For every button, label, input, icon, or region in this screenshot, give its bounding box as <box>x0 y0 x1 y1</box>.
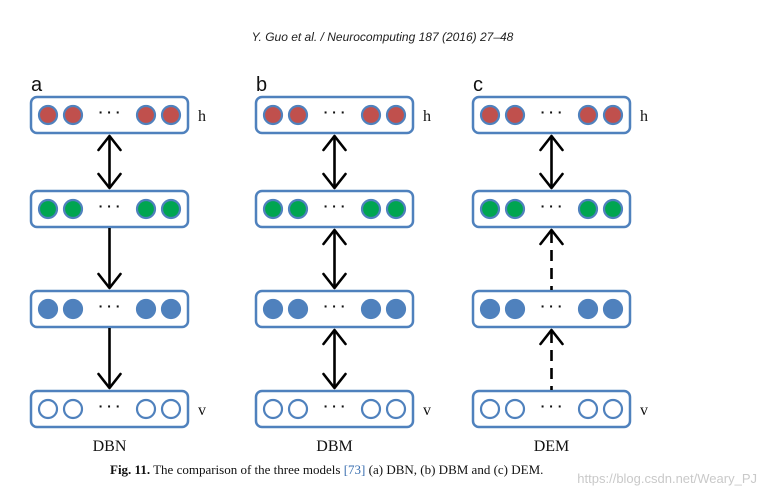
unit-node <box>385 198 407 220</box>
ellipsis-dots: · · · <box>324 398 346 414</box>
unit-node <box>62 298 84 320</box>
unit-node <box>504 298 526 320</box>
panel-letter-a: a <box>31 74 43 96</box>
layer-label-v: v <box>423 402 431 419</box>
caption-text-before: The comparison of the three models <box>153 462 341 477</box>
arrow-head-up <box>97 134 122 152</box>
arrow-head-down <box>97 172 122 190</box>
ellipsis-dots: · · · <box>99 398 121 414</box>
arrow-head-down <box>97 272 122 290</box>
unit-node <box>360 198 382 220</box>
ellipsis-dots: · · · <box>324 198 346 214</box>
unit-node <box>160 198 182 220</box>
ellipsis-dots: · · · <box>324 298 346 314</box>
arrow-head-up <box>322 134 347 152</box>
unit-node <box>135 298 157 320</box>
arrow-head-down <box>322 172 347 190</box>
unit-node <box>262 104 284 126</box>
unit-node <box>62 198 84 220</box>
unit-node <box>504 198 526 220</box>
ellipsis-dots: · · · <box>541 398 563 414</box>
unit-node <box>360 298 382 320</box>
unit-node <box>360 398 382 420</box>
unit-node <box>262 198 284 220</box>
arrow-head-down <box>97 372 122 390</box>
unit-node <box>504 398 526 420</box>
arrow-head-up <box>539 328 564 346</box>
layer-label-h: h <box>198 108 206 125</box>
arrow-head-up <box>322 228 347 246</box>
caption-figure-label: Fig. 11. <box>110 462 151 477</box>
unit-node <box>62 104 84 126</box>
arrow-head-down <box>539 172 564 190</box>
watermark: https://blog.csdn.net/Weary_PJ <box>577 471 757 486</box>
figure-caption: Fig. 11. The comparison of the three mod… <box>110 462 543 478</box>
unit-node <box>577 398 599 420</box>
unit-node <box>602 198 624 220</box>
unit-node <box>385 104 407 126</box>
layer-label-h: h <box>423 108 431 125</box>
unit-node <box>37 298 59 320</box>
unit-node <box>287 398 309 420</box>
unit-node <box>37 398 59 420</box>
unit-node <box>160 398 182 420</box>
panel-model-name: DBN <box>93 438 127 455</box>
unit-node <box>577 104 599 126</box>
unit-node <box>160 298 182 320</box>
arrow-head-up <box>539 228 564 246</box>
unit-node <box>385 298 407 320</box>
unit-node <box>37 198 59 220</box>
unit-node <box>479 398 501 420</box>
ellipsis-dots: · · · <box>99 104 121 120</box>
panel-model-name: DBM <box>316 438 352 455</box>
panel-model-name: DEM <box>534 438 570 455</box>
unit-node <box>479 298 501 320</box>
unit-node <box>287 198 309 220</box>
unit-node <box>37 104 59 126</box>
unit-node <box>287 298 309 320</box>
unit-node <box>262 398 284 420</box>
unit-node <box>135 104 157 126</box>
ellipsis-dots: · · · <box>541 104 563 120</box>
unit-node <box>360 104 382 126</box>
panel-letter-b: b <box>256 74 267 96</box>
unit-node <box>135 398 157 420</box>
unit-node <box>479 104 501 126</box>
arrow-head-down <box>322 272 347 290</box>
layer-label-v: v <box>640 402 648 419</box>
caption-citation-link[interactable]: [73] <box>343 462 366 477</box>
unit-node <box>504 104 526 126</box>
unit-node <box>479 198 501 220</box>
arrow-head-up <box>322 328 347 346</box>
running-header: Y. Guo et al. / Neurocomputing 187 (2016… <box>251 30 514 44</box>
unit-node <box>602 104 624 126</box>
unit-node <box>62 398 84 420</box>
ellipsis-dots: · · · <box>99 198 121 214</box>
layer-label-h: h <box>640 108 648 125</box>
unit-node <box>577 198 599 220</box>
panel-letter-c: c <box>473 74 483 96</box>
caption-text-after: (a) DBN, (b) DBM and (c) DEM. <box>368 462 544 477</box>
ellipsis-dots: · · · <box>324 104 346 120</box>
unit-node <box>262 298 284 320</box>
layer-label-v: v <box>198 402 206 419</box>
arrow-head-down <box>322 372 347 390</box>
unit-node <box>577 298 599 320</box>
ellipsis-dots: · · · <box>541 198 563 214</box>
arrow-head-up <box>539 134 564 152</box>
ellipsis-dots: · · · <box>541 298 563 314</box>
unit-node <box>602 298 624 320</box>
unit-node <box>135 198 157 220</box>
unit-node <box>385 398 407 420</box>
ellipsis-dots: · · · <box>99 298 121 314</box>
unit-node <box>602 398 624 420</box>
unit-node <box>287 104 309 126</box>
unit-node <box>160 104 182 126</box>
